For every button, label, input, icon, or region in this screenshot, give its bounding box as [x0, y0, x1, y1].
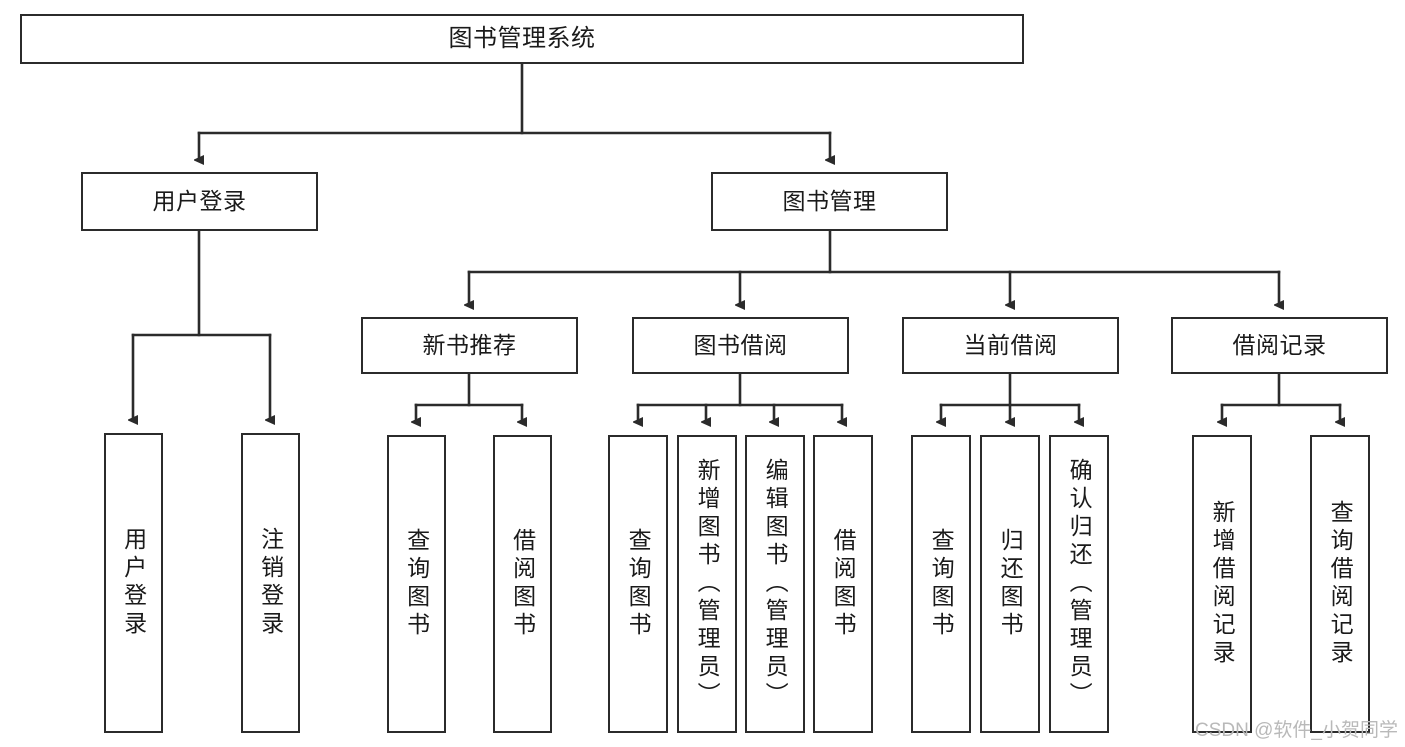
node-leaf-edit-book[interactable]: 编辑图书（管理员） — [745, 435, 805, 733]
node-leaf-add-book-label: 新增图书（管理员） — [694, 458, 721, 710]
node-leaf-user-login[interactable]: 用户登录 — [104, 433, 163, 733]
node-leaf-query-book-2-label: 查询图书 — [625, 528, 652, 640]
node-leaf-borrow-book-2[interactable]: 借阅图书 — [813, 435, 873, 733]
csdn-watermark: CSDN @软件_小贺同学 — [1195, 720, 1398, 741]
node-user-login[interactable]: 用户登录 — [81, 172, 318, 231]
node-leaf-logout-login-label: 注销登录 — [257, 527, 284, 639]
node-root[interactable]: 图书管理系统 — [20, 14, 1024, 64]
node-leaf-query-book-1[interactable]: 查询图书 — [387, 435, 446, 733]
node-leaf-user-login-label: 用户登录 — [120, 527, 147, 639]
node-user-login-label: 用户登录 — [152, 187, 247, 214]
node-leaf-query-book-3-label: 查询图书 — [928, 528, 955, 640]
node-leaf-edit-book-label: 编辑图书（管理员） — [762, 458, 789, 710]
node-leaf-query-book-3[interactable]: 查询图书 — [911, 435, 971, 733]
node-current-borrow[interactable]: 当前借阅 — [902, 317, 1119, 374]
node-leaf-query-book-1-label: 查询图书 — [403, 528, 430, 640]
node-book-borrow-label: 图书借阅 — [693, 331, 788, 358]
node-book-borrow[interactable]: 图书借阅 — [632, 317, 849, 374]
node-leaf-return-book[interactable]: 归还图书 — [980, 435, 1040, 733]
node-new-book-recommend[interactable]: 新书推荐 — [361, 317, 578, 374]
node-current-borrow-label: 当前借阅 — [963, 331, 1058, 358]
node-leaf-query-record-label: 查询借阅记录 — [1327, 500, 1354, 668]
node-borrow-record-label: 借阅记录 — [1232, 331, 1327, 358]
node-leaf-logout-login[interactable]: 注销登录 — [241, 433, 300, 733]
node-book-management[interactable]: 图书管理 — [711, 172, 948, 231]
node-leaf-borrow-book-1[interactable]: 借阅图书 — [493, 435, 552, 733]
node-leaf-add-record[interactable]: 新增借阅记录 — [1192, 435, 1252, 733]
node-leaf-add-book[interactable]: 新增图书（管理员） — [677, 435, 737, 733]
node-leaf-query-record[interactable]: 查询借阅记录 — [1310, 435, 1370, 733]
node-leaf-query-book-2[interactable]: 查询图书 — [608, 435, 668, 733]
node-leaf-borrow-book-1-label: 借阅图书 — [509, 528, 536, 640]
node-leaf-borrow-book-2-label: 借阅图书 — [830, 528, 857, 640]
node-root-label: 图书管理系统 — [448, 24, 596, 52]
node-leaf-return-book-label: 归还图书 — [997, 528, 1024, 640]
node-leaf-confirm-return[interactable]: 确认归还（管理员） — [1049, 435, 1109, 733]
node-leaf-add-record-label: 新增借阅记录 — [1209, 500, 1236, 668]
node-leaf-confirm-return-label: 确认归还（管理员） — [1066, 458, 1093, 710]
node-book-management-label: 图书管理 — [782, 187, 877, 214]
node-new-book-recommend-label: 新书推荐 — [422, 331, 517, 358]
node-borrow-record[interactable]: 借阅记录 — [1171, 317, 1388, 374]
